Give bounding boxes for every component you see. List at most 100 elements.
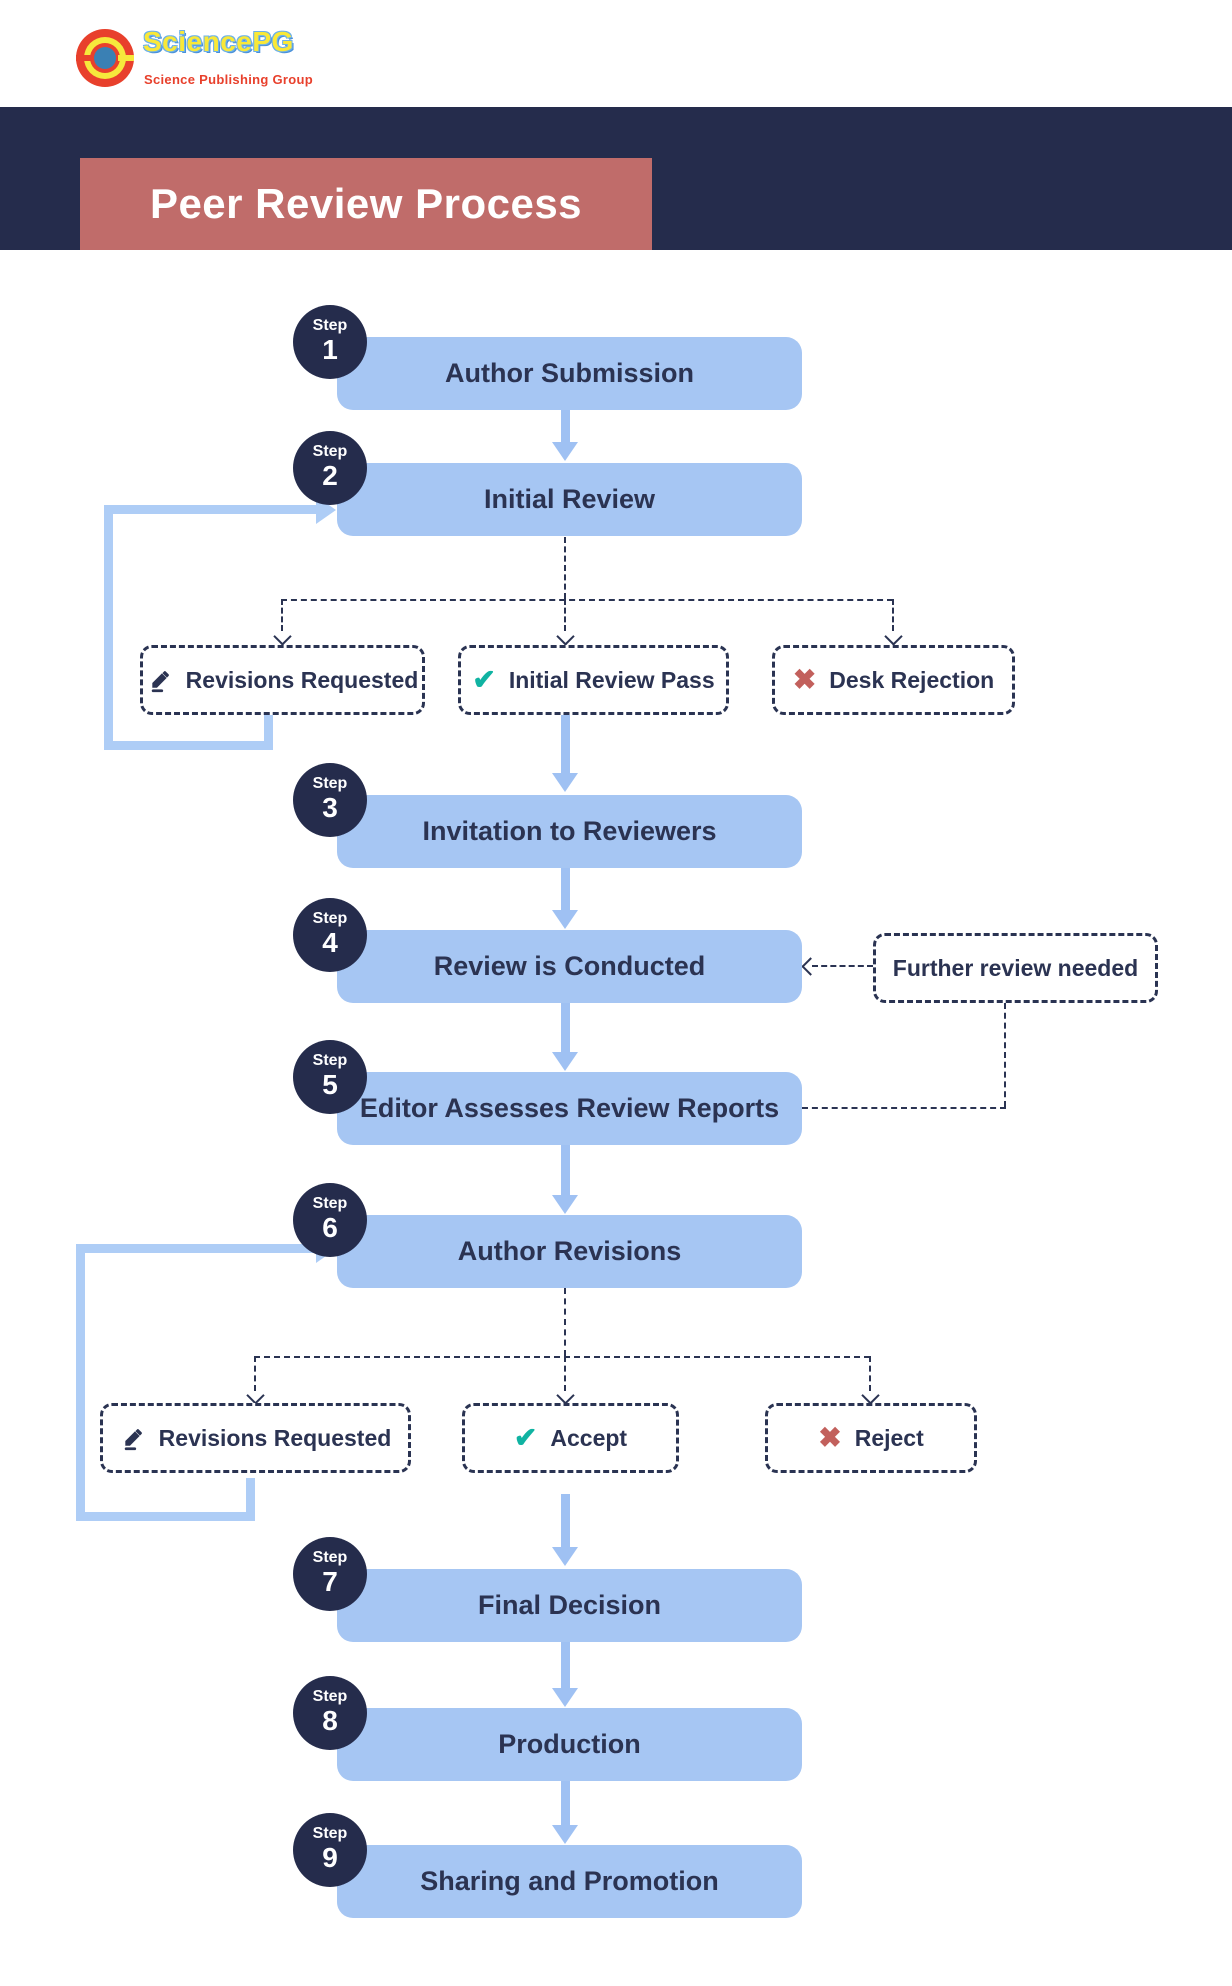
step-word: Step <box>312 1687 348 1705</box>
step-8-box: Production <box>337 1708 802 1781</box>
step-7-title: Final Decision <box>477 1590 662 1620</box>
top-bar: SciencePG Science Publishing Group <box>0 0 1232 107</box>
dashed-line-step2-split <box>564 537 566 599</box>
arrow-pass-step3 <box>561 715 570 774</box>
chevron-down-icon <box>884 627 903 646</box>
step-7-box: Final Decision <box>337 1569 802 1642</box>
outcome-revisions-requested-initial: Revisions Requested <box>140 645 425 715</box>
outcome-label: Reject <box>854 1424 924 1451</box>
cross-icon: ✖ <box>818 1422 842 1453</box>
step-3-title: Invitation to Reviewers <box>422 816 717 846</box>
step-2-title: Initial Review <box>483 484 656 514</box>
dashed-branch-accept <box>564 1356 566 1391</box>
pencil-icon <box>120 1425 146 1451</box>
chevron-down-icon <box>246 1386 265 1405</box>
step-number: 8 <box>322 1704 338 1736</box>
outcome-label: Revisions Requested <box>185 666 419 693</box>
arrowhead-step1-step2 <box>552 442 578 461</box>
arrowhead-step8-step9 <box>552 1825 578 1844</box>
outcome-label: Desk Rejection <box>829 666 995 693</box>
chevron-left-icon <box>801 957 820 976</box>
step-number: 2 <box>322 459 338 491</box>
step-number: 4 <box>322 926 338 958</box>
arrow-step1-step2 <box>561 410 570 443</box>
cross-icon: ✖ <box>792 664 817 695</box>
page-title: Peer Review Process <box>149 180 583 227</box>
arrowhead-step3-step4 <box>552 910 578 929</box>
sciencepg-logo-icon <box>76 29 134 87</box>
arrowhead-accept-step7 <box>552 1547 578 1566</box>
step-6-box: Author Revisions <box>337 1215 802 1288</box>
step-1-box: Author Submission <box>337 337 802 410</box>
step-word: Step <box>312 909 348 927</box>
loop2-segment-up <box>76 1244 85 1521</box>
header-band: Peer Review Process <box>0 107 1232 250</box>
dashed-note-elbow-vertical <box>1004 1003 1006 1107</box>
loop1-segment-up <box>104 505 113 750</box>
step-word: Step <box>312 1194 348 1212</box>
outcome-label: Accept <box>550 1424 628 1451</box>
note-further-review: Further review needed <box>873 933 1158 1003</box>
logo-stripe-left <box>76 55 92 61</box>
chevron-down-icon <box>556 1386 575 1405</box>
dashed-split-initial <box>281 599 893 601</box>
dashed-branch-revisions2 <box>254 1356 256 1391</box>
outcome-revisions-requested-final: Revisions Requested <box>100 1403 411 1473</box>
arrow-step5-step6 <box>561 1145 570 1196</box>
loop1-segment-down <box>264 713 273 746</box>
dashed-split-final <box>254 1356 870 1358</box>
note-label: Further review needed <box>892 954 1139 981</box>
loop1-segment-bottom <box>104 741 273 750</box>
step-9-title: Sharing and Promotion <box>420 1866 719 1896</box>
outcome-label: Revisions Requested <box>158 1424 392 1451</box>
outcome-initial-review-pass: ✔ Initial Review Pass <box>458 645 729 715</box>
dashed-branch-revisions1 <box>281 599 283 631</box>
logo-wordmark: SciencePG <box>143 26 294 57</box>
logo-stripe-right <box>118 55 134 61</box>
chevron-down-icon <box>861 1386 880 1405</box>
chevron-down-icon <box>273 627 292 646</box>
step-number: 9 <box>322 1841 338 1873</box>
pencil-icon <box>147 667 173 693</box>
logo-subtitle: Science Publishing Group <box>144 72 314 87</box>
step-word: Step <box>312 1548 348 1566</box>
outcome-desk-rejection: ✖ Desk Rejection <box>772 645 1015 715</box>
step-8-title: Production <box>498 1729 641 1759</box>
arrowhead-step7-step8 <box>552 1688 578 1707</box>
step-5-title: Editor Assesses Review Reports <box>359 1093 780 1123</box>
outcome-label: Initial Review Pass <box>508 666 715 693</box>
arrow-accept-step7 <box>561 1494 570 1548</box>
step-word: Step <box>312 442 348 460</box>
loop2-segment-bottom <box>76 1512 255 1521</box>
loop1-segment-top <box>104 505 318 514</box>
step-6-title: Author Revisions <box>457 1236 682 1266</box>
step-number: 5 <box>322 1068 338 1100</box>
dashed-note-to-step4 <box>812 965 873 967</box>
step-9-box: Sharing and Promotion <box>337 1845 802 1918</box>
arrowhead-step5-step6 <box>552 1195 578 1214</box>
check-icon: ✔ <box>472 664 496 695</box>
arrow-step3-step4 <box>561 868 570 911</box>
dashed-branch-reject <box>869 1356 871 1391</box>
step-number: 6 <box>322 1211 338 1243</box>
arrow-step7-step8 <box>561 1642 570 1689</box>
chevron-down-icon <box>556 627 575 646</box>
loop2-segment-down <box>246 1478 255 1518</box>
page-title-box: Peer Review Process <box>80 158 652 250</box>
step-number: 7 <box>322 1565 338 1597</box>
step-word: Step <box>312 316 348 334</box>
loop2-segment-top <box>76 1244 318 1253</box>
logo-center-dot <box>94 47 116 69</box>
arrowhead-step4-step5 <box>552 1052 578 1071</box>
outcome-reject: ✖ Reject <box>765 1403 977 1473</box>
arrow-step4-step5 <box>561 1003 570 1053</box>
step-word: Step <box>312 1824 348 1842</box>
